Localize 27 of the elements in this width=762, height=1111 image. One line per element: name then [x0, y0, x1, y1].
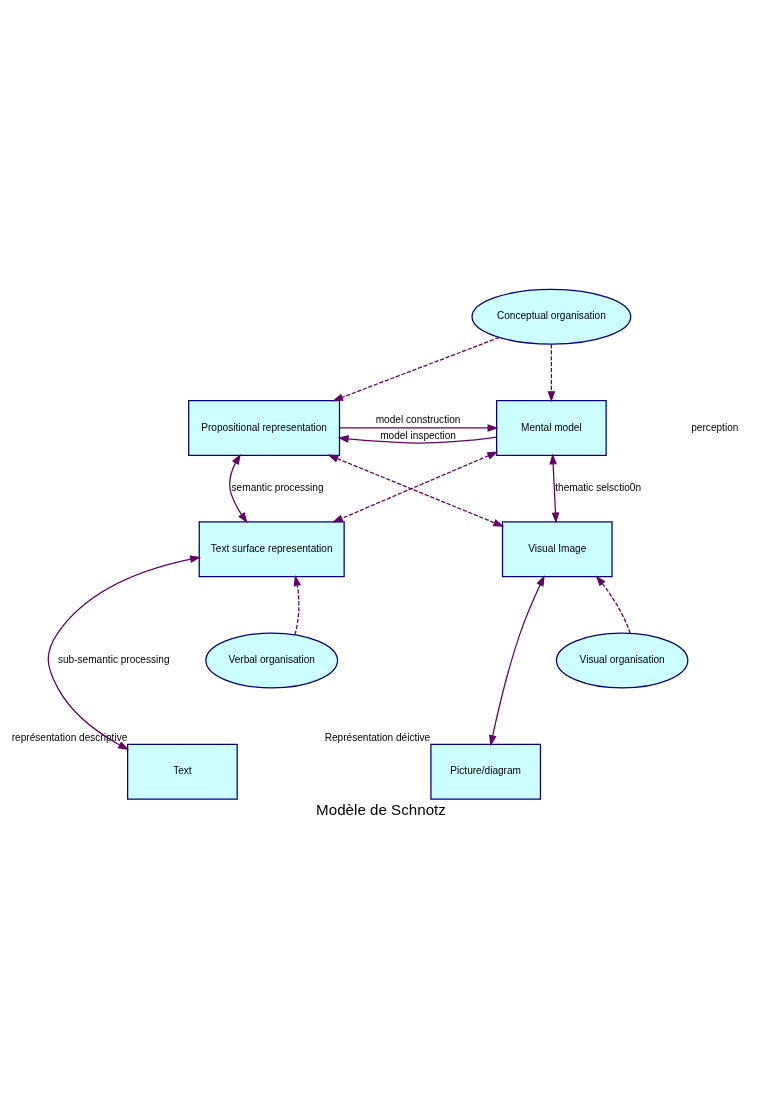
arrow — [47, 554, 201, 750]
node-box: Propositional representation — [188, 399, 341, 456]
node-ellipse: Visual organisation — [555, 631, 689, 688]
node-ellipse: Verbal organisation — [205, 631, 339, 688]
node-box: Text — [127, 743, 238, 800]
arrow — [332, 336, 500, 401]
node-box: Text surface representation — [198, 520, 345, 577]
label: perception — [691, 421, 739, 433]
edge-label: model construction — [375, 413, 461, 425]
arrow — [595, 574, 631, 634]
arrow — [549, 452, 560, 523]
arrow — [337, 434, 498, 444]
edge-label: thematic selsctio0n — [555, 481, 642, 493]
arrow — [489, 574, 545, 746]
arrow — [293, 574, 302, 635]
node-box: Picture/diagram — [430, 743, 542, 800]
node-box: Visual Image — [501, 520, 613, 577]
node-ellipse: Conceptual organisation — [471, 288, 632, 345]
node-label: Représentation déictive — [324, 731, 431, 743]
arrow — [338, 423, 499, 432]
arrow — [229, 453, 248, 523]
node-box: Mental model — [496, 399, 607, 456]
edge-label: model inspection — [380, 429, 456, 441]
arrow — [547, 343, 556, 402]
edge-label: semantic processing — [231, 481, 324, 493]
caption: Modèle de Schnotz — [316, 800, 446, 818]
edge-label: sub-semantic processing — [57, 653, 170, 665]
